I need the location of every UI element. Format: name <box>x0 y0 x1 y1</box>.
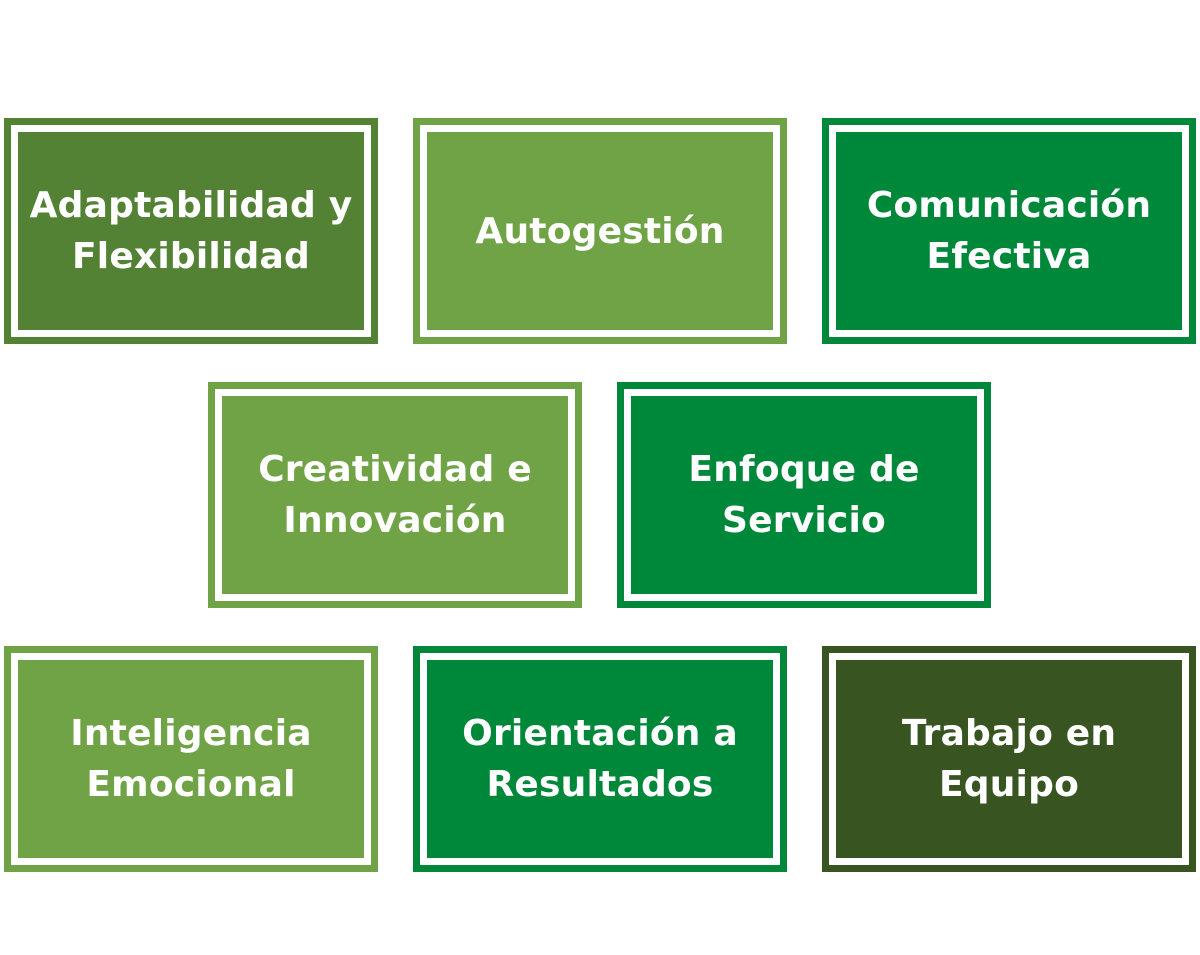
card-comunicacion-efectiva: Comunicación Efectiva <box>822 118 1196 344</box>
card-orientacion-resultados: Orientación a Resultados <box>413 646 787 872</box>
card-label: Orientación a Resultados <box>462 713 738 805</box>
card-inner-frame: Creatividad e Innovación <box>215 389 575 601</box>
card-trabajo-equipo: Trabajo en Equipo <box>822 646 1196 872</box>
card-inteligencia-emocional: Inteligencia Emocional <box>4 646 378 872</box>
card-label: Autogestión <box>475 210 725 252</box>
card-inner-frame: Autogestión <box>420 125 780 337</box>
card-autogestion: Autogestión <box>413 118 787 344</box>
card-label: Creatividad e Innovación <box>258 449 532 541</box>
card-adaptabilidad-flexibilidad: Adaptabilidad y Flexibilidad <box>4 118 378 344</box>
card-inner-frame: Trabajo en Equipo <box>829 653 1189 865</box>
card-inner-frame: Enfoque de Servicio <box>624 389 984 601</box>
card-inner-frame: Inteligencia Emocional <box>11 653 371 865</box>
card-inner-frame: Comunicación Efectiva <box>829 125 1189 337</box>
card-inner-frame: Orientación a Resultados <box>420 653 780 865</box>
card-label: Inteligencia Emocional <box>70 713 312 805</box>
card-label: Comunicación Efectiva <box>866 185 1152 277</box>
card-inner-frame: Adaptabilidad y Flexibilidad <box>11 125 371 337</box>
card-creatividad-innovacion: Creatividad e Innovación <box>208 382 582 608</box>
card-label: Adaptabilidad y Flexibilidad <box>29 185 353 277</box>
card-label: Enfoque de Servicio <box>688 449 920 541</box>
card-enfoque-servicio: Enfoque de Servicio <box>617 382 991 608</box>
card-label: Trabajo en Equipo <box>901 713 1117 805</box>
